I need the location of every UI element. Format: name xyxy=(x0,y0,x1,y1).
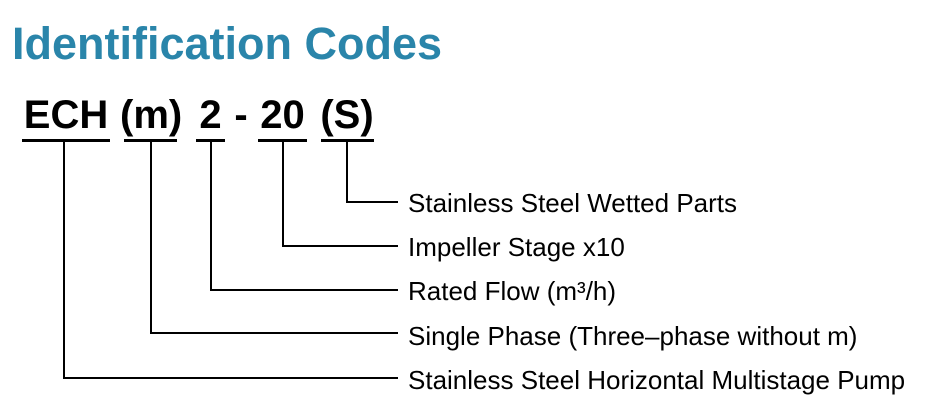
connector-line-stage xyxy=(282,140,398,247)
connector-line-flow xyxy=(210,140,398,291)
code-segment-series: ECH xyxy=(23,93,109,137)
code-segment-phase: (m) xyxy=(120,93,183,137)
code-segment-stage: 20 xyxy=(260,93,305,137)
connector-line-material xyxy=(346,140,398,203)
label-rated-flow: Rated Flow (m³/h) xyxy=(408,276,617,306)
code-segment-flow: 2 xyxy=(199,93,222,137)
label-single-phase: Single Phase (Three–phase without m) xyxy=(408,321,858,351)
page-title: Identification Codes xyxy=(12,18,443,69)
label-impeller-stage: Impeller Stage x10 xyxy=(408,232,625,262)
underline-series xyxy=(22,139,110,142)
code-segment-material: (S) xyxy=(320,93,374,137)
label-multistage-pump: Stainless Steel Horizontal Multistage Pu… xyxy=(408,365,906,395)
connector-line-series xyxy=(63,140,398,379)
label-stainless-wetted-parts: Stainless Steel Wetted Parts xyxy=(408,188,738,218)
code-separator: - xyxy=(234,93,248,137)
connector-line-phase xyxy=(150,140,398,334)
